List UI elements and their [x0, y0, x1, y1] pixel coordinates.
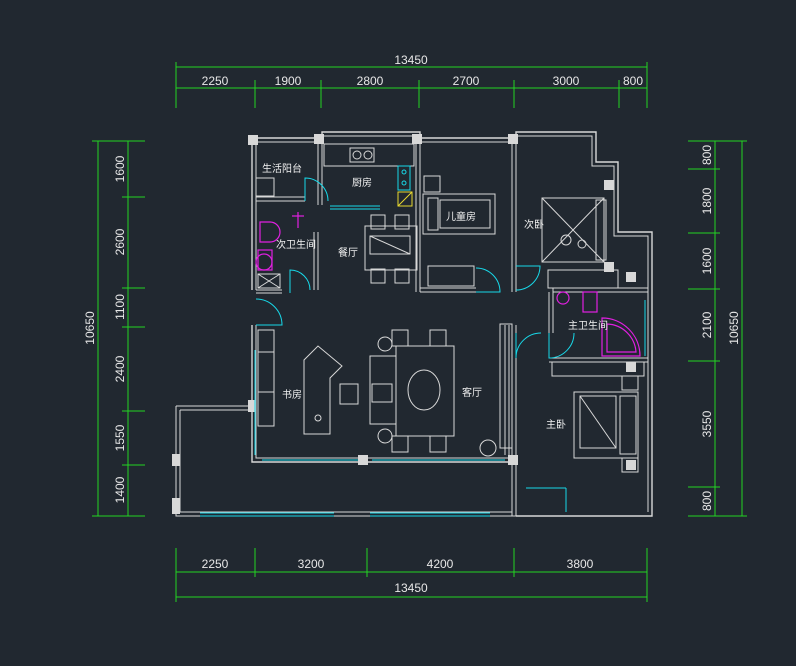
- windows: [200, 205, 646, 517]
- master-bedroom-furniture: [551, 361, 645, 473]
- living-room-furniture: [369, 323, 513, 457]
- left-dim-3: 1100: [113, 294, 127, 320]
- label-second-bathroom: 次卫生间: [276, 238, 316, 251]
- right-dim-6: 800: [700, 491, 714, 511]
- kitchen-fixtures: [255, 143, 415, 207]
- right-dimension-group: 800 1800 1600 2100 3550 800 10650: [688, 140, 747, 517]
- right-total-dim: 10650: [727, 311, 741, 345]
- top-dim-6: 800: [623, 74, 643, 88]
- top-dim-1: 2250: [202, 74, 229, 88]
- second-bathroom-fixtures: [255, 212, 304, 289]
- doors: [255, 177, 575, 455]
- right-dim-4: 2100: [700, 311, 714, 338]
- label-master-bedroom: 主卧: [546, 418, 566, 431]
- bottom-dim-2: 3200: [298, 557, 325, 571]
- label-second-bedroom: 次卧: [524, 218, 544, 231]
- label-dining: 餐厅: [338, 246, 358, 259]
- label-study: 书房: [282, 388, 302, 401]
- top-dimension-group: 13450 2250 1900 2800 2700 3000 800: [175, 53, 648, 108]
- bottom-dim-1: 2250: [202, 557, 229, 571]
- right-dim-5: 3550: [700, 410, 714, 437]
- left-dim-2: 2600: [113, 228, 127, 255]
- right-dim-2: 1800: [700, 187, 714, 214]
- left-dimension-group: 10650 1600 2600 1100 2400 1550 1400: [83, 140, 145, 517]
- master-bathroom-fixtures: [556, 291, 641, 357]
- label-living-room: 客厅: [462, 386, 482, 399]
- label-kitchen: 厨房: [352, 176, 372, 189]
- second-bedroom-furniture: [541, 197, 619, 289]
- bottom-total-dim: 13450: [394, 581, 428, 595]
- label-master-bathroom: 主卫生间: [568, 319, 608, 332]
- top-dim-5: 3000: [553, 74, 580, 88]
- top-dim-4: 2700: [453, 74, 480, 88]
- left-total-dim: 10650: [83, 311, 97, 345]
- label-kids-room: 儿童房: [446, 210, 476, 223]
- left-dim-4: 2400: [113, 355, 127, 382]
- bottom-dim-3: 4200: [427, 557, 454, 571]
- left-dim-6: 1400: [113, 476, 127, 503]
- kids-room-furniture: [422, 175, 496, 287]
- label-laundry-balcony: 生活阳台: [262, 162, 302, 175]
- top-dim-2: 1900: [275, 74, 302, 88]
- left-dim-1: 1600: [113, 155, 127, 182]
- room-labels: 生活阳台 厨房 次卫生间 餐厅 儿童房 次卧 主卫生间 书房 客厅 主卧: [262, 162, 608, 431]
- study-furniture: [257, 329, 359, 435]
- bottom-dim-4: 3800: [567, 557, 594, 571]
- left-dim-5: 1550: [113, 424, 127, 451]
- dining-table-set: [364, 214, 418, 284]
- top-total-dim: 13450: [394, 53, 428, 67]
- right-dim-1: 800: [700, 145, 714, 165]
- top-dim-3: 2800: [357, 74, 384, 88]
- bottom-dimension-group: 2250 3200 4200 3800 13450: [175, 548, 648, 602]
- right-dim-3: 1600: [700, 247, 714, 274]
